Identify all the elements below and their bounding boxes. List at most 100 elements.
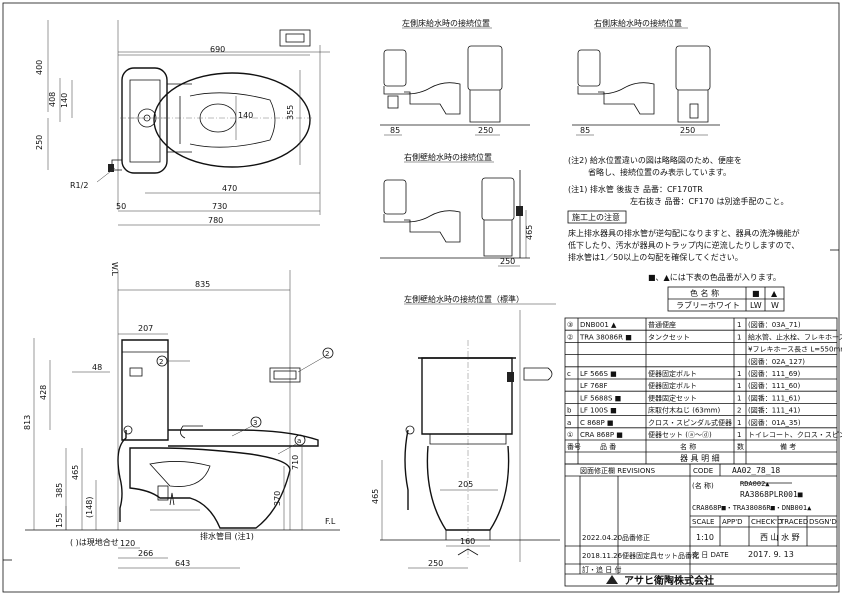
svg-text:完 日 DATE: 完 日 DATE: [692, 550, 729, 559]
svg-text:85: 85: [390, 126, 400, 135]
dim-780: 780: [208, 216, 223, 225]
note-2-line-1: (注2) 給水位置違いの図は略略図のため、便座を: [568, 155, 742, 165]
dim-266: 266: [138, 549, 153, 558]
parts-cell-note: (図番：111_61): [748, 394, 800, 402]
parts-cell-no: c: [567, 370, 571, 378]
svg-text:465: 465: [525, 225, 534, 240]
parts-cell-code: DNB001 ▲: [580, 321, 617, 329]
tank-outline: [121, 67, 168, 174]
parts-cell-name: 便器固定ボルト: [648, 369, 697, 378]
svg-text:250: 250: [478, 126, 493, 135]
parts-cell-code: C 868P ■: [580, 419, 614, 427]
parts-cell-qty: 1: [737, 382, 741, 390]
svg-text:▲: ▲: [771, 289, 778, 298]
svg-text:2: 2: [325, 350, 329, 358]
dim-r12: R1/2: [70, 181, 88, 190]
parts-cell-note: (図番：03A_71): [748, 321, 801, 329]
product-name: RA3868PLR001■: [740, 490, 803, 499]
parts-cell-qty: 1: [737, 333, 741, 341]
svg-text:■: ■: [752, 289, 760, 298]
parts-cell-note: (図番：01A_35): [748, 419, 801, 427]
svg-text:W.L: W.L: [110, 262, 119, 277]
wall-valve-icon: [279, 29, 311, 47]
svg-text:数: 数: [737, 442, 744, 451]
parts-cell-code: LF 5688S ■: [580, 394, 621, 402]
parts-cell-code: LF 566S ■: [580, 370, 617, 378]
dim-120: 120: [120, 539, 135, 548]
color-table: 色 名 称 ■ ▲ ラブリーホワイト LW W: [667, 286, 785, 312]
dim-140a: 140: [60, 93, 69, 108]
dim-155: 155: [55, 513, 64, 528]
parts-cell-qty: 1: [737, 370, 741, 378]
panel-floor-left-title: 左側床給水時の接続位置: [402, 18, 490, 28]
svg-text:APP'D: APP'D: [722, 518, 743, 526]
parts-cell-name: 普通便座: [648, 320, 676, 329]
notes-block: (注2) 給水位置違いの図は略略図のため、便座を 省略し、接続位置のみ表示してい…: [567, 155, 800, 282]
dim-355: 355: [286, 105, 295, 120]
dim-148: (148): [85, 496, 94, 518]
parts-cell-name: 便器固定ボルト: [648, 381, 697, 390]
svg-text:3: 3: [253, 419, 257, 427]
dim-370: 370: [273, 491, 282, 506]
caution-title: 施工上の注意: [572, 212, 620, 222]
panel-floor-left: 左側床給水時の接続位置 85 250: [380, 18, 530, 136]
svg-text:2018.11.26: 2018.11.26: [582, 552, 623, 560]
company-name: アサヒ衛陶株式会社: [624, 574, 714, 587]
side-tank-outline: [121, 339, 169, 441]
parts-cell-note: トイレコート、クロス・スピンダル式便器: [748, 430, 842, 439]
paper-holder-icon: [269, 367, 301, 383]
side-elevation-view: W.L 835 207 F.L 2 2 3: [23, 262, 340, 569]
parts-cell-code: CRA 868P ■: [580, 431, 623, 439]
parts-cell-no: b: [567, 407, 572, 415]
scale-value: 1:10: [696, 533, 714, 542]
front-elevation-view: 左側壁給水時の接続位置（標準） 465 205 160 250: [371, 294, 560, 569]
svg-text:W: W: [771, 301, 779, 310]
dim-835: 835: [195, 280, 210, 289]
svg-text:名 称: 名 称: [680, 442, 696, 451]
dim-710: 710: [291, 455, 300, 470]
dim-400: 400: [35, 60, 44, 75]
note-1-line-2: 左右抜き 品番：CF170 は別途手配のこと。: [630, 196, 789, 206]
front-view-title: 左側壁給水時の接続位置（標準）: [404, 294, 524, 304]
title-block: 図面修正欄 REVISIONS CODE AA02_78_18 (名 称) RD…: [564, 463, 838, 587]
dim-48: 48: [92, 363, 102, 372]
parts-cell-qty: 1: [737, 394, 741, 402]
parts-cell-qty: 1: [737, 321, 741, 329]
parts-cell-no: ②: [567, 333, 573, 341]
front-tank-outline: [421, 357, 513, 435]
dim-385: 385: [55, 483, 64, 498]
svg-text:2: 2: [159, 358, 163, 366]
parts-cell-note: (図番：02A_127): [748, 358, 805, 366]
parts-cell-qty: 2: [737, 407, 741, 415]
dim-730: 730: [212, 202, 227, 211]
dim-813: 813: [23, 415, 32, 430]
dim-140b: 140: [238, 111, 253, 120]
dim-50: 50: [116, 202, 126, 211]
front-dim-160: 160: [460, 537, 475, 546]
parts-cell-note: (図番：111_41): [748, 407, 800, 415]
callout-bubble: [294, 434, 306, 446]
svg-text:品番修正: 品番修正: [622, 533, 650, 542]
drain-note: 排水管目 (注1): [200, 531, 254, 541]
product-set: CRA868P■・TRA38086R■・DNB001▲: [692, 504, 812, 512]
parts-cell-no: ①: [567, 431, 573, 439]
parts-cell-code: LF 768F: [580, 382, 608, 390]
dim-643: 643: [175, 559, 190, 568]
svg-text:ラブリーホワイト: ラブリーホワイト: [676, 300, 740, 310]
svg-text:CODE: CODE: [693, 467, 713, 475]
caution-line-1: 床上排水器具の排水管が逆勾配になりますと、器具の洗浄機能が: [568, 228, 800, 238]
dim-470: 470: [222, 184, 237, 193]
front-dim-250: 250: [428, 559, 443, 568]
parts-cell-name: タンクセット: [648, 332, 690, 341]
bowl-outline: [153, 72, 311, 168]
company-logo-icon: [606, 575, 618, 584]
dim-250: 250: [35, 135, 44, 150]
svg-text:LW: LW: [750, 301, 762, 310]
issue-date: 2017. 9. 13: [748, 550, 794, 559]
svg-text:訂・追 日 付: 訂・追 日 付: [582, 565, 621, 574]
top-plan-view: 690 400 408 140 250 140 355 R1/2 470 50 …: [35, 20, 330, 226]
parts-cell-name: 床取付木ねじ (63mm): [648, 406, 721, 415]
